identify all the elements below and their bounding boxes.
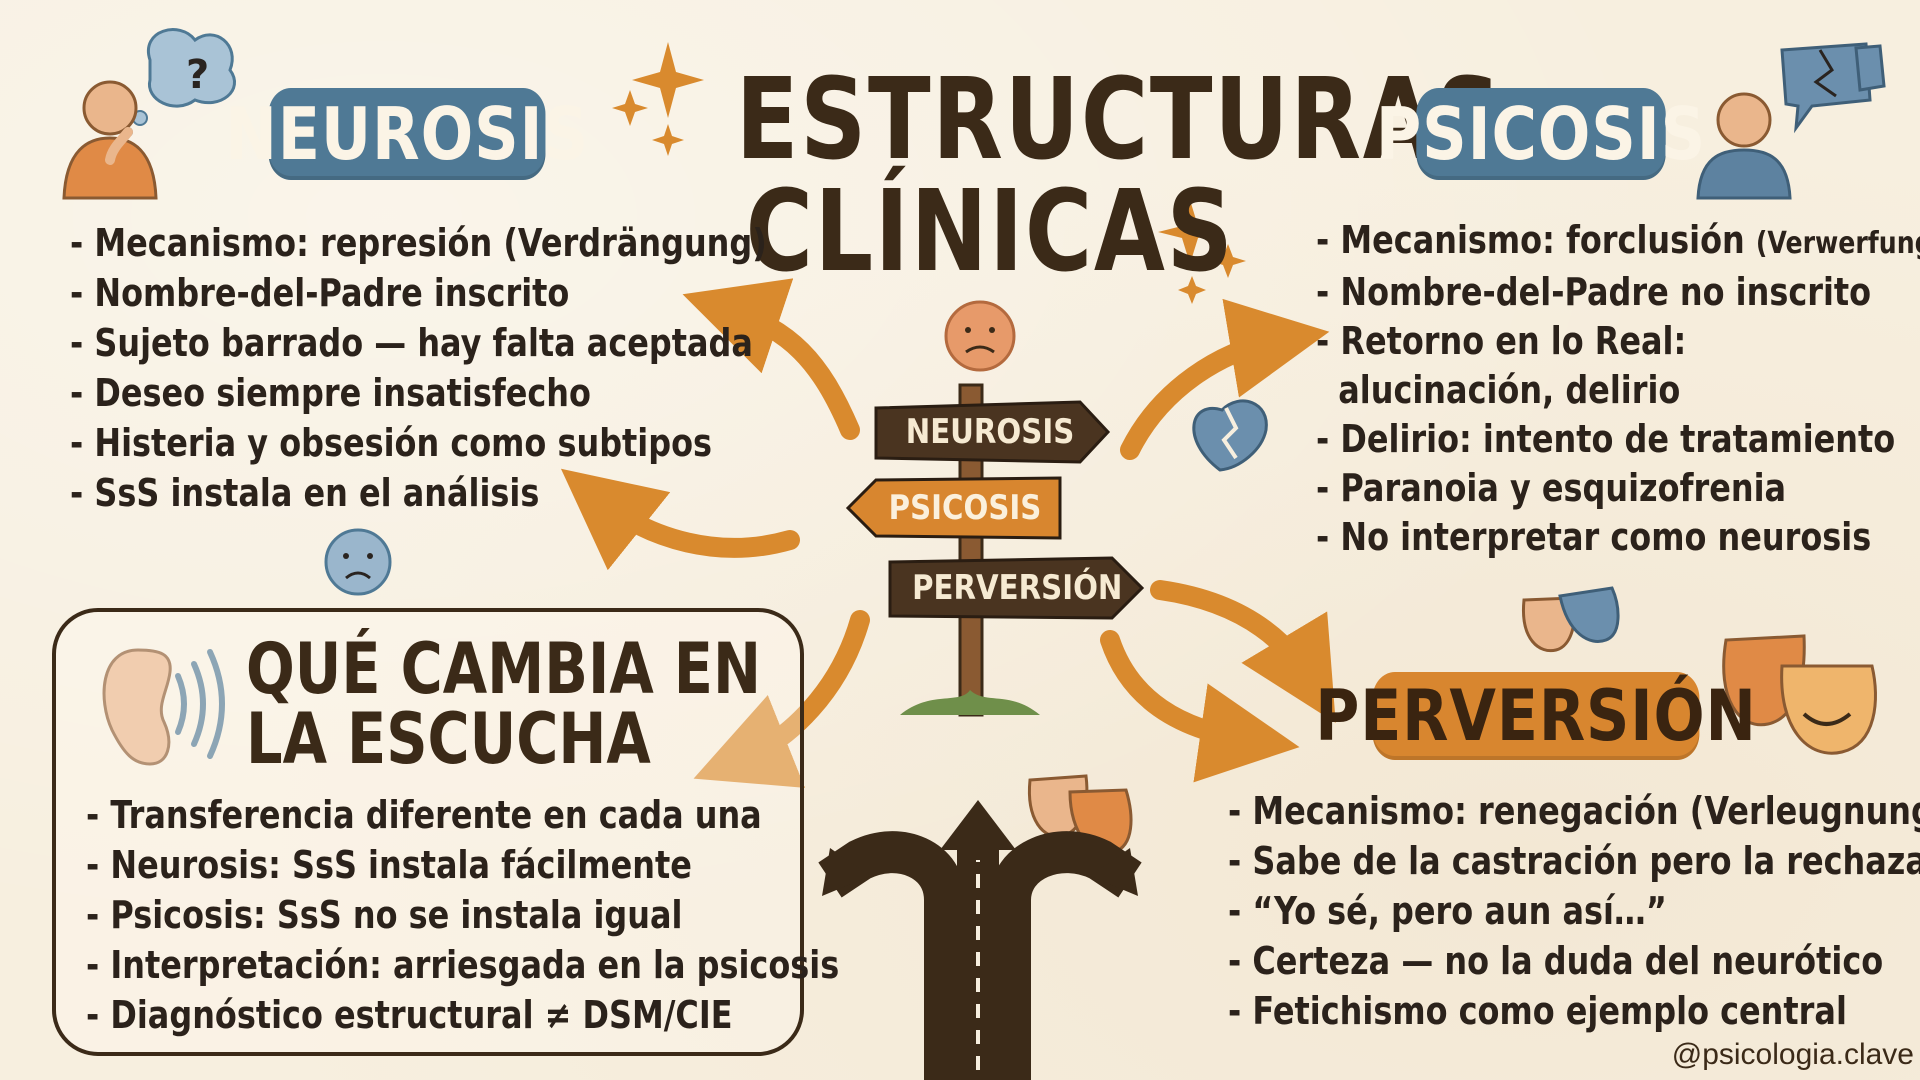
list-item: Histeria y obsesión como subtipos — [70, 418, 767, 468]
sign-psicosis-board — [845, 476, 1062, 540]
escucha-title-line-2: LA ESCUCHA — [246, 698, 651, 780]
sign-psicosis-label: PSICOSIS — [888, 488, 1042, 528]
author-credit: @psicologia.clave — [1671, 1038, 1914, 1071]
list-item: “Yo sé, pero aun así…” — [1228, 886, 1920, 936]
list-item: Mecanismo: represión (Verdrängung) — [70, 218, 766, 268]
list-item: Sabe de la castración pero la rechaza — [1228, 836, 1920, 886]
ear-sound-icon — [102, 648, 225, 766]
page-title: ESTRUCTURAS CLÍNICAS — [735, 55, 1504, 297]
arrow-group — [560, 278, 1336, 788]
list-item-main: Mecanismo: forclusión — [1340, 218, 1745, 262]
list-item: Retorno en lo Real: — [1316, 317, 1920, 366]
sign-neurosis-board — [874, 400, 1111, 464]
title-line-2: CLÍNICAS — [745, 167, 1235, 297]
neurosis-list: Mecanismo: represión (Verdrängung) Nombr… — [70, 218, 900, 518]
list-item: Mecanismo: renegación (Verleugnung) — [1228, 786, 1920, 836]
list-item: Fetichismo como ejemplo central — [1228, 986, 1920, 1036]
sign-perversion-board — [888, 556, 1145, 620]
psicosis-list: Mecanismo: forclusión (Verwerfung) Nombr… — [1316, 216, 1920, 562]
list-item: Paranoia y esquizofrenia — [1316, 464, 1920, 513]
list-item: Deseo siempre insatisfecho — [70, 368, 767, 418]
list-item-note: (Verwerfung) — [1755, 226, 1920, 261]
masks-icon — [1027, 774, 1133, 855]
perversion-list: Mecanismo: renegación (Verleugnung) Sabe… — [1228, 786, 1920, 1036]
small-masks-icon — [1521, 586, 1620, 653]
signpost — [845, 383, 1145, 717]
title-line-1: ESTRUCTURAS — [735, 55, 1504, 185]
list-item: Mecanismo: forclusión (Verwerfung) — [1316, 216, 1920, 268]
neurosis-heading: NEUROSIS — [225, 88, 588, 180]
list-item: Interpretación: arriesgada en la psicosi… — [86, 940, 839, 990]
list-item: No interpretar como neurosis — [1316, 513, 1920, 562]
escucha-title-line-1: QUÉ CAMBIA EN — [246, 628, 762, 710]
list-item: SsS instala en el análisis — [70, 468, 767, 518]
list-item: Transferencia diferente en cada una — [86, 790, 839, 840]
worried-face-icon — [944, 300, 1016, 372]
list-item: Sujeto barrado — hay falta aceptada — [70, 318, 767, 368]
arrow-to-perversion-top — [1150, 580, 1336, 723]
sign-neurosis-label: NEUROSIS — [905, 412, 1075, 452]
sad-face-icon — [324, 528, 392, 596]
arrow-to-perversion-low — [1100, 630, 1300, 783]
list-item: Nombre-del-Padre no inscrito — [1316, 268, 1920, 317]
arrow-to-escucha — [693, 610, 870, 788]
sign-perversion-label: PERVERSIÓN — [912, 568, 1123, 608]
theater-masks-icon — [1722, 634, 1878, 755]
list-item: Nombre-del-Padre inscrito — [70, 268, 767, 318]
broken-heart-icon — [1192, 399, 1268, 472]
list-item: Certeza — no la duda del neurótico — [1228, 936, 1920, 986]
escucha-title: QUÉ CAMBIA EN LA ESCUCHA — [246, 634, 761, 774]
person-with-speech-bubbles-icon — [1696, 42, 1886, 200]
list-item: Neurosis: SsS instala fácilmente — [86, 840, 839, 890]
list-item: Diagnóstico estructural ≠ DSM/CIE — [86, 990, 839, 1040]
thinking-person-icon: ? — [62, 28, 237, 200]
svg-text:?: ? — [186, 52, 209, 98]
escucha-list: Transferencia diferente en cada una Neur… — [86, 790, 983, 1040]
arrow-to-psicosis — [1120, 298, 1330, 460]
list-item-continuation: alucinación, delirio — [1338, 368, 1681, 412]
diverging-roads-icon — [818, 800, 1142, 1080]
psicosis-heading: PSICOSIS — [1376, 88, 1705, 180]
list-item: Delirio: intento de tratamiento — [1316, 415, 1920, 464]
list-item: Psicosis: SsS no se instala igual — [86, 890, 839, 940]
perversion-heading: PERVERSIÓN — [1315, 672, 1756, 760]
sparkle-icon — [612, 42, 1246, 304]
